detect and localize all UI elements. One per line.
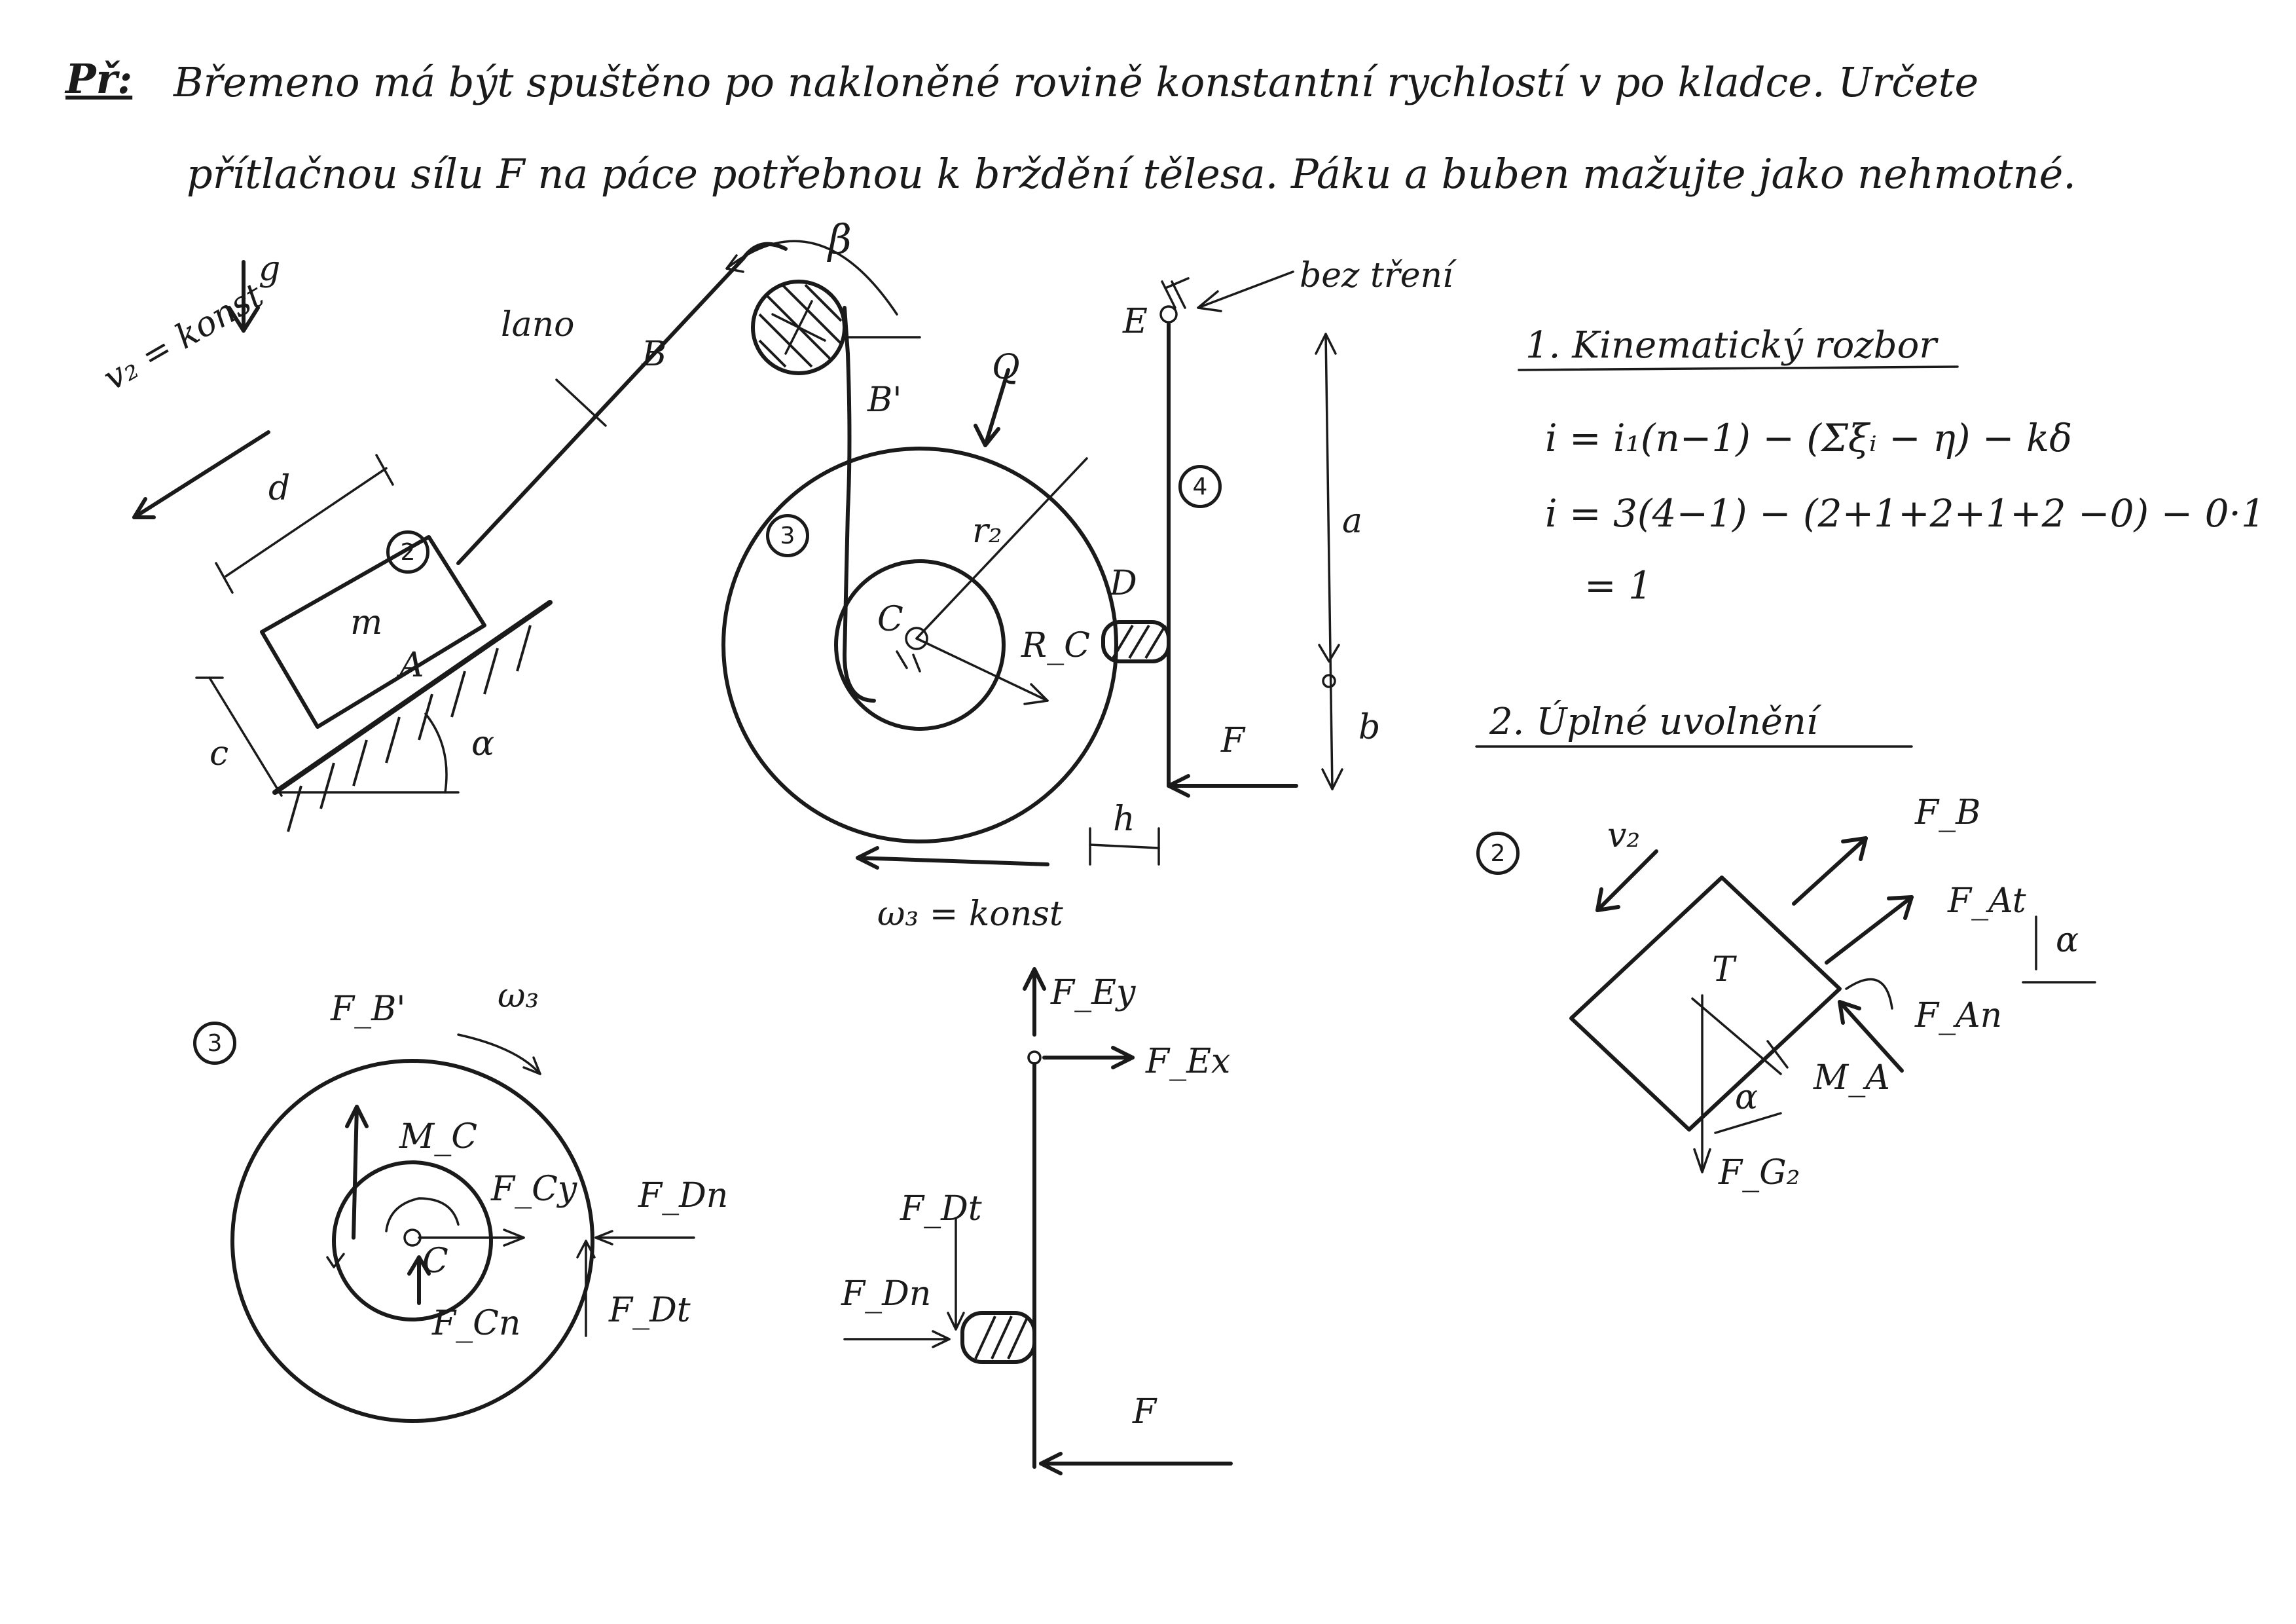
lever-fbd-drawing [843, 967, 1233, 1475]
lever-fbd-label-FDt: F_Dt [900, 1189, 982, 1228]
release-label-FAn: F_An [1915, 996, 2003, 1035]
release-label-alpha-2: α [2056, 921, 2079, 960]
kinematics-heading: 1. Kinematický rozbor [1525, 324, 1937, 367]
label-Rc: R_C [1021, 626, 1090, 665]
brake-shoe [1101, 620, 1171, 663]
label-c: c [210, 734, 229, 773]
lever [1159, 270, 1298, 798]
label-m: m [350, 603, 383, 642]
pulley [725, 240, 921, 375]
kinematics-eq-3: = 1 [1584, 563, 1652, 608]
label-a: a [1342, 502, 1363, 541]
label-rope: lano [501, 305, 575, 344]
lever-fbd-label-F: F [1133, 1392, 1157, 1431]
lever-fbd-label-FDn: F_Dn [841, 1274, 932, 1314]
omega3-arrow-top [856, 846, 1049, 870]
kinematics-eq-1: i = i₁(n−1) − (Σξᵢ − η) − kδ [1545, 416, 2073, 460]
drum-fbd-label-Fcn: F_Cn [432, 1304, 521, 1343]
dimension-d [215, 454, 394, 594]
body-number-4: 4 [1178, 465, 1222, 508]
label-beta: β [828, 215, 852, 263]
label-A: A [399, 646, 424, 685]
lever-fbd-label-FEx: F_Ex [1146, 1042, 1231, 1081]
label-B: B [642, 335, 667, 374]
label-E: E [1123, 302, 1148, 341]
label-r2: r₂ [972, 511, 1002, 551]
block-body [260, 535, 486, 729]
drum-large [721, 447, 1118, 843]
label-g: g [259, 249, 281, 289]
v2-arrow [132, 430, 270, 519]
problem-line-2: přítlačnou sílu F na páce potřebnou k br… [187, 150, 2076, 198]
incline-surface [272, 600, 553, 832]
drum-fbd-label-Fcy: F_Cy [491, 1170, 577, 1209]
drum-fbd-label-Mc: M_C [399, 1117, 478, 1156]
gravity-arrow [227, 260, 260, 333]
label-omega3: ω₃ = konst [877, 895, 1063, 934]
release-label-MA: M_A [1813, 1058, 1890, 1098]
label-h: h [1113, 800, 1135, 839]
release-label-T: T [1712, 950, 1735, 989]
label-b: b [1358, 708, 1381, 747]
release-label-v2: v₂ [1607, 816, 1641, 855]
drum-fbd-number-3: 3 [193, 1022, 236, 1065]
dimension-h [1089, 827, 1160, 866]
drum-fbd-drawing [230, 1033, 695, 1423]
body-number-3: 3 [766, 514, 809, 557]
problem-label: Př: [65, 55, 133, 103]
lever-fbd-label-FEy: F_Ey [1051, 973, 1136, 1012]
label-d: d [268, 469, 291, 508]
drum-fbd-label-FDt: F_Dt [609, 1291, 691, 1330]
label-D: D [1110, 564, 1137, 603]
release-heading: 2. Úplné uvolnění [1489, 701, 1818, 743]
label-F: F [1221, 721, 1245, 760]
release-label-FAt: F_At [1948, 881, 2026, 921]
release-label-FB: F_B [1915, 793, 1981, 832]
dimension-c [195, 676, 283, 797]
kinematics-eq-2: i = 3(4−1) − (2+1+2+1+2 −0) − 0·1 [1545, 491, 2265, 536]
body-number-2: 2 [386, 530, 429, 574]
release-body-number-2: 2 [1476, 832, 1520, 875]
problem-line-1: Břemeno má být spuštěno po nakloněné rov… [173, 58, 1979, 106]
release-label-FG2: F_G₂ [1719, 1153, 1800, 1192]
q-arrow [974, 368, 1010, 447]
label-C: C [877, 600, 903, 639]
drum-fbd-label-C: C [422, 1242, 448, 1281]
kin-underline [1518, 365, 1959, 371]
release-block [1569, 836, 2096, 1173]
dimension-ab [1315, 333, 1343, 790]
label-no-friction: bez tření [1300, 256, 1453, 295]
drum-fbd-label-FDn: F_Dn [638, 1176, 729, 1215]
drum-fbd-label-FBp: F_B' [331, 989, 406, 1029]
label-alpha: α [471, 724, 495, 764]
release-label-alpha: α [1735, 1078, 1758, 1117]
label-B-prime: B' [867, 380, 902, 420]
label-Q: Q [992, 348, 1020, 387]
drum-fbd-label-omega3: ω₃ [498, 976, 539, 1016]
